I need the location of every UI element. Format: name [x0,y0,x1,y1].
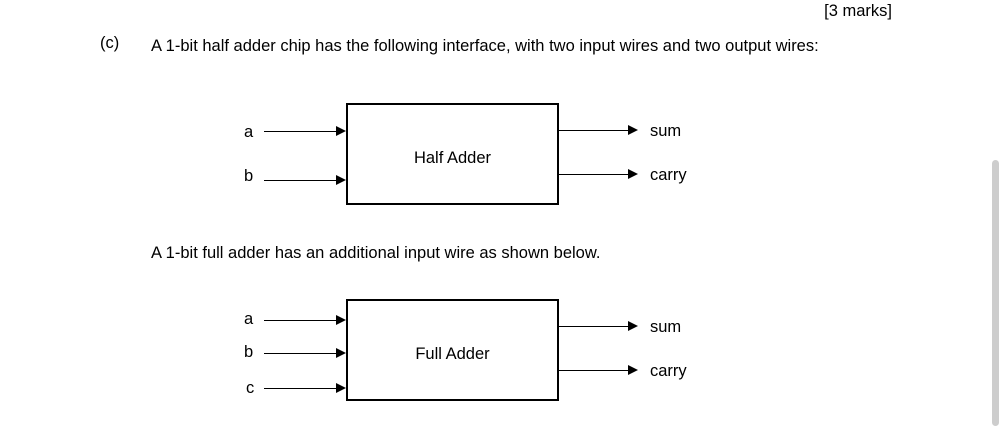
full-adder-output-carry-label: carry [650,362,687,380]
half-adder-output-carry-wire [559,174,632,175]
half-adder-output-carry-arrow-icon [628,168,638,179]
full-adder-chip: Full Adder [346,299,559,401]
half-adder-output-sum-arrow-icon [628,124,638,135]
half-adder-input-b-label: b [244,167,254,185]
full-adder-output-sum-arrow-icon [628,320,638,331]
full-adder-input-b-label: b [244,343,254,361]
full-adder-output-sum-wire [559,326,632,327]
half-adder-chip: Half Adder [346,103,559,205]
full-adder-input-a-arrow-icon [336,314,346,325]
half-adder-input-a-wire [264,131,340,132]
half-adder-input-b-wire [264,180,340,181]
full-adder-chip-label: Full Adder [415,345,490,363]
full-adder-input-b-wire [264,353,340,354]
half-adder-output-carry-label: carry [650,166,687,184]
middle-text: A 1-bit full adder has an additional inp… [151,244,601,262]
half-adder-chip-label: Half Adder [413,149,492,167]
full-adder-input-a-wire [264,320,340,321]
full-adder-input-a-label: a [244,310,254,328]
full-adder-output-sum-label: sum [650,318,682,336]
half-adder-input-b-arrow-icon [336,174,346,185]
full-adder-output-carry-arrow-icon [628,364,638,375]
marks-note: [3 marks] [824,2,892,20]
half-adder-output-sum-wire [559,130,632,131]
full-adder-input-b-arrow-icon [336,347,346,358]
page-scrollbar-thumb[interactable] [992,160,999,426]
question-text: A 1-bit half adder chip has the followin… [151,37,819,55]
page-scrollbar-track[interactable] [988,0,1002,426]
full-adder-input-c-wire [264,388,340,389]
half-adder-input-a-arrow-icon [336,125,346,136]
full-adder-input-c-arrow-icon [336,382,346,393]
question-label: (c) [100,34,120,52]
full-adder-input-c-label: c [246,379,255,397]
full-adder-output-carry-wire [559,370,632,371]
half-adder-output-sum-label: sum [650,122,682,140]
half-adder-input-a-label: a [244,123,254,141]
